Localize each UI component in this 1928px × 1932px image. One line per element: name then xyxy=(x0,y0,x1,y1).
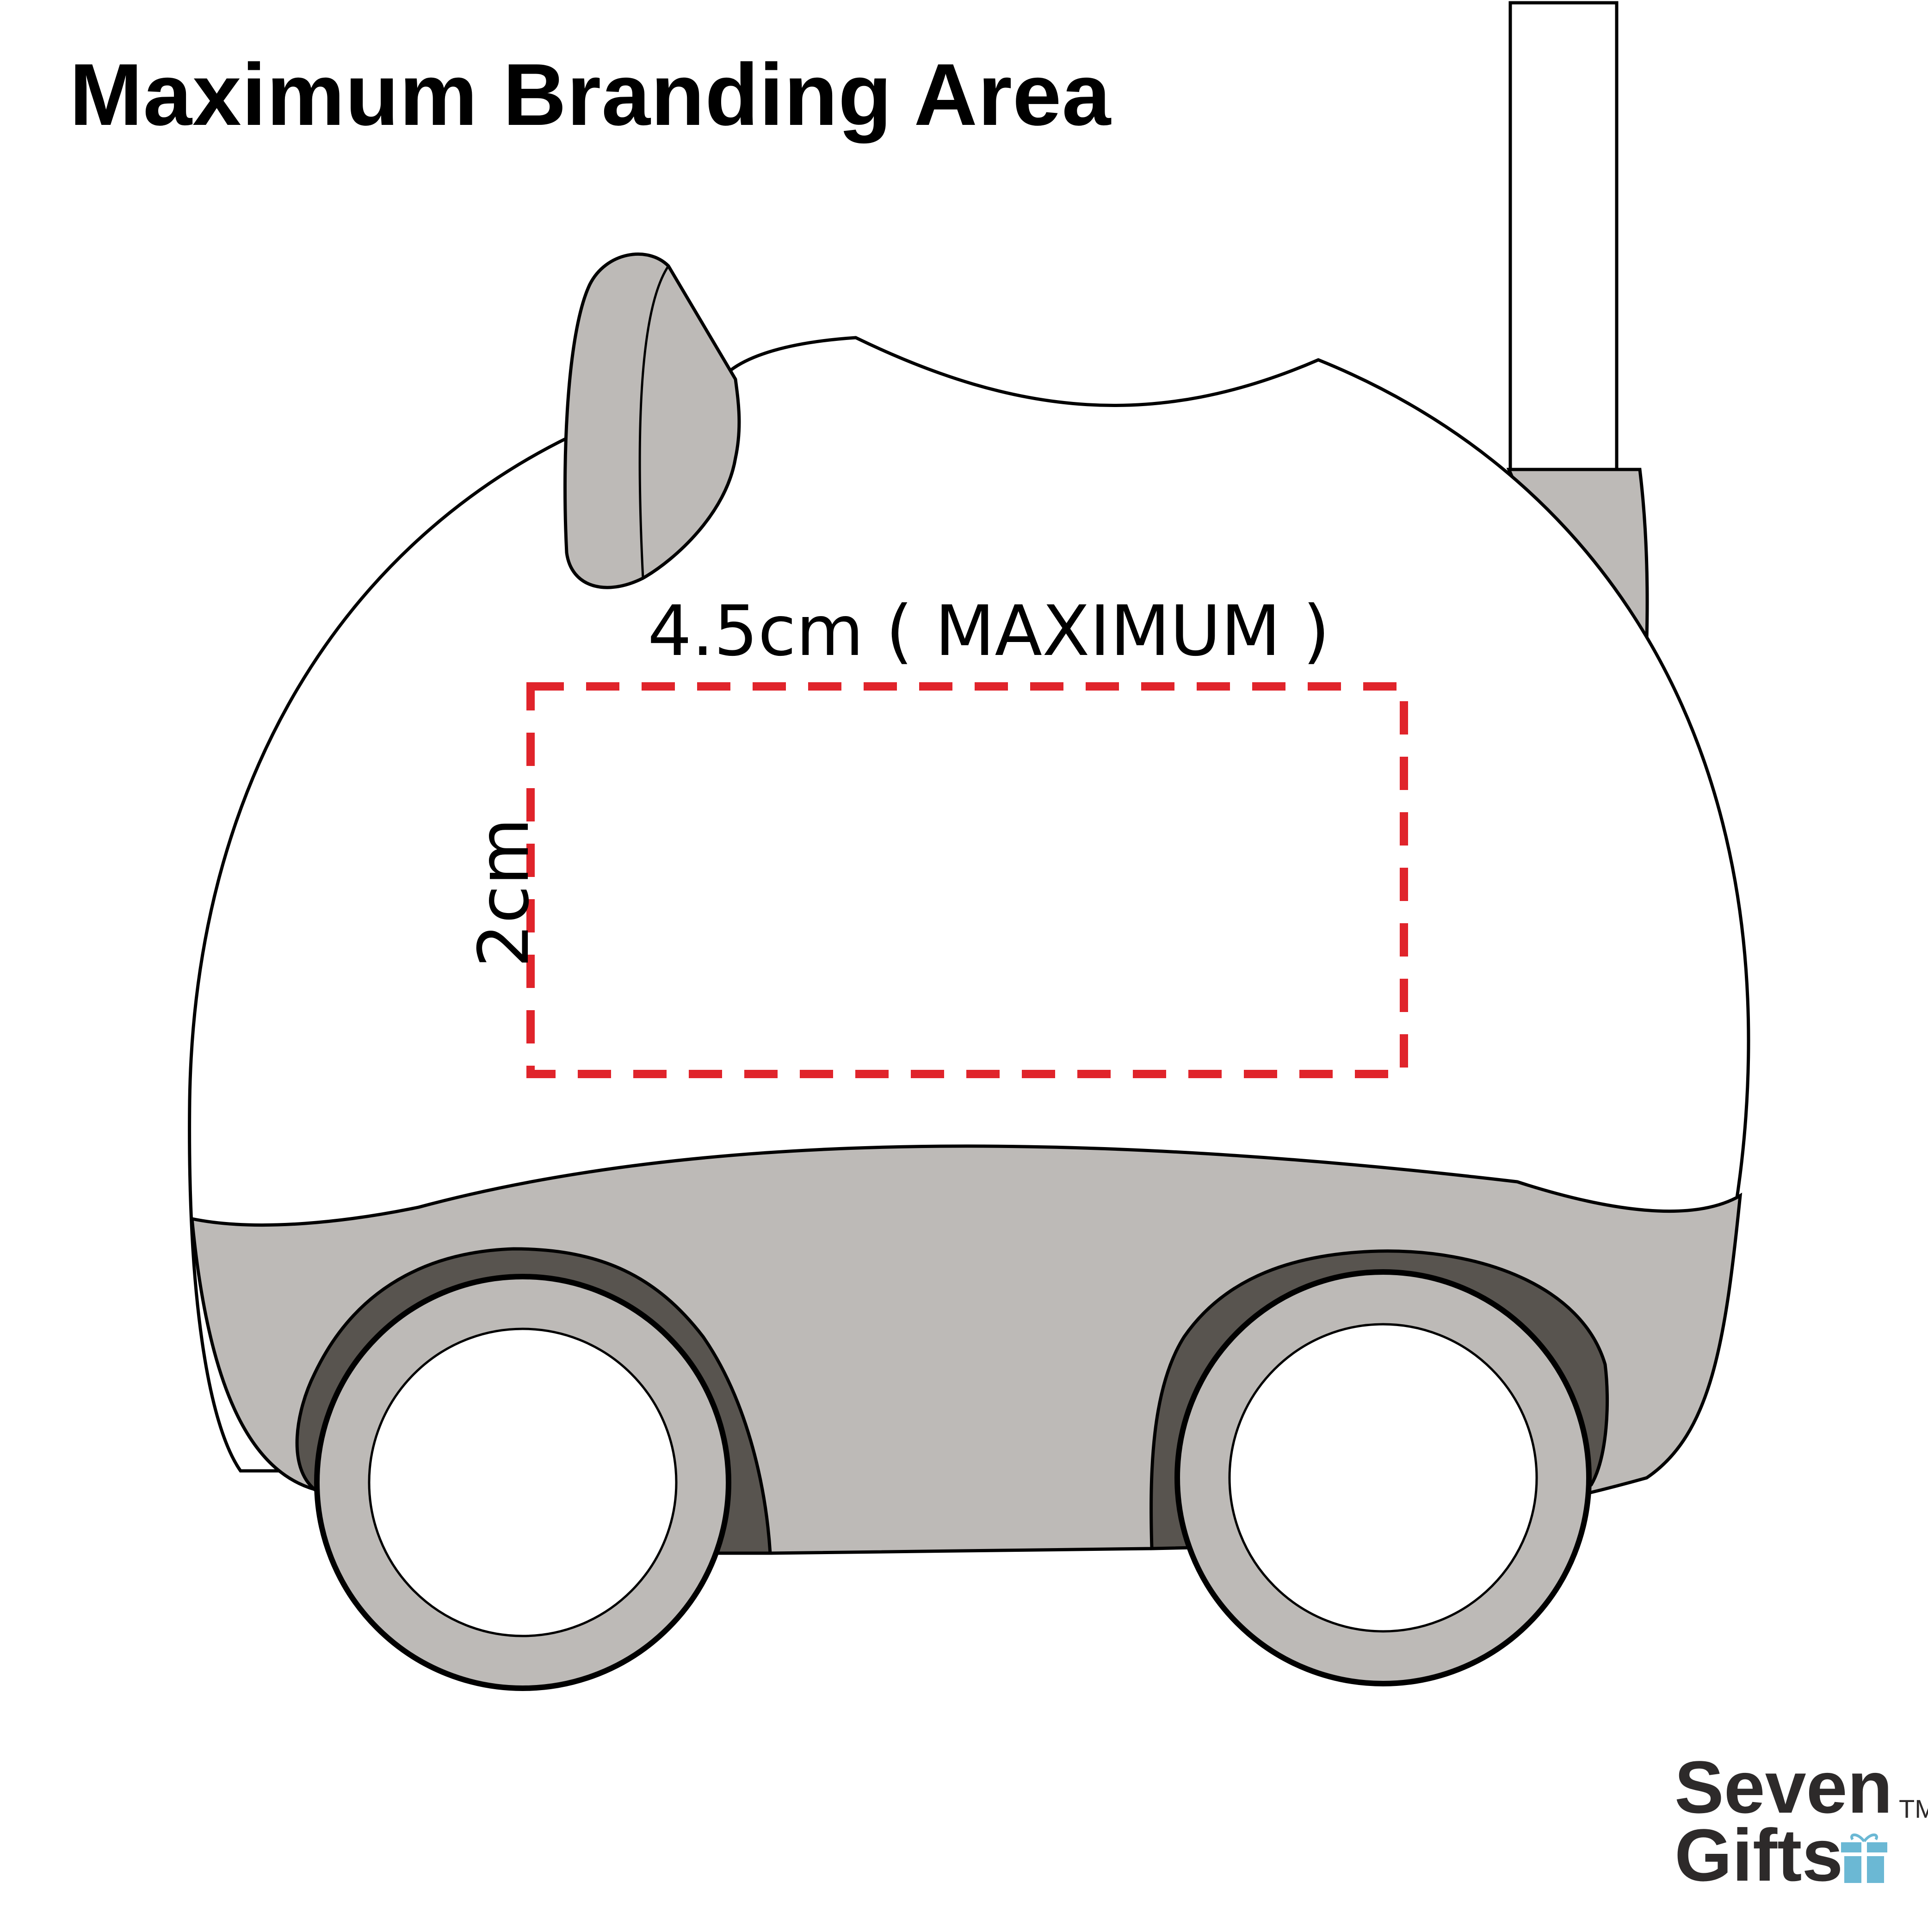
width-dimension-label: 4.5cm ( MAXIMUM ) xyxy=(648,591,1330,672)
brand-name-line1: Seven xyxy=(1675,1746,1893,1828)
antenna-pole xyxy=(1508,1,1619,472)
brand-name-line2: Gifts xyxy=(1675,1814,1843,1897)
ear-crease xyxy=(638,265,670,579)
right-wheel-hub xyxy=(1228,1323,1538,1633)
brand-logo: Seven Gifts TM xyxy=(1675,1746,1928,1897)
left-wheel-hub xyxy=(368,1327,678,1637)
page-title: Maximum Branding Area xyxy=(69,46,1112,144)
gift-icon xyxy=(1841,1833,1887,1883)
branding-area-box xyxy=(526,682,1408,1078)
trademark-symbol: TM xyxy=(1899,1794,1928,1823)
height-dimension-label: 2cm xyxy=(464,817,544,968)
ear xyxy=(563,252,741,589)
